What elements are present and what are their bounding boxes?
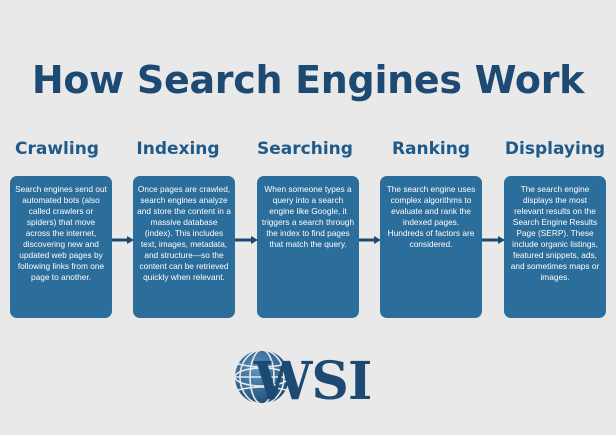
- page-title: How Search Engines Work: [31, 58, 585, 102]
- globe-icon: WSI: [234, 349, 372, 408]
- stage-card-crawling: Search engines send out automated bots (…: [10, 176, 112, 318]
- stage-card-indexing: Once pages are crawled, search engines a…: [133, 176, 235, 318]
- stage-title-crawling: Crawling: [15, 139, 99, 159]
- arrow-icon: [235, 236, 258, 244]
- stage-title-indexing: Indexing: [136, 139, 220, 159]
- arrow-icon: [112, 236, 134, 244]
- stage-title-displaying: Displaying: [504, 139, 606, 159]
- stage-title-searching: Searching: [257, 139, 353, 159]
- logo-wordmark: WSI: [253, 351, 371, 408]
- arrow-icon: [482, 236, 505, 244]
- stage-card-searching: When someone types a query into a search…: [257, 176, 359, 318]
- logo: WSI: [232, 346, 392, 408]
- stage-card-ranking: The search engine uses complex algorithm…: [380, 176, 482, 318]
- stage-title-ranking: Ranking: [391, 139, 471, 159]
- stage-card-displaying: The search engine displays the most rele…: [504, 176, 606, 318]
- arrow-icon: [359, 236, 381, 244]
